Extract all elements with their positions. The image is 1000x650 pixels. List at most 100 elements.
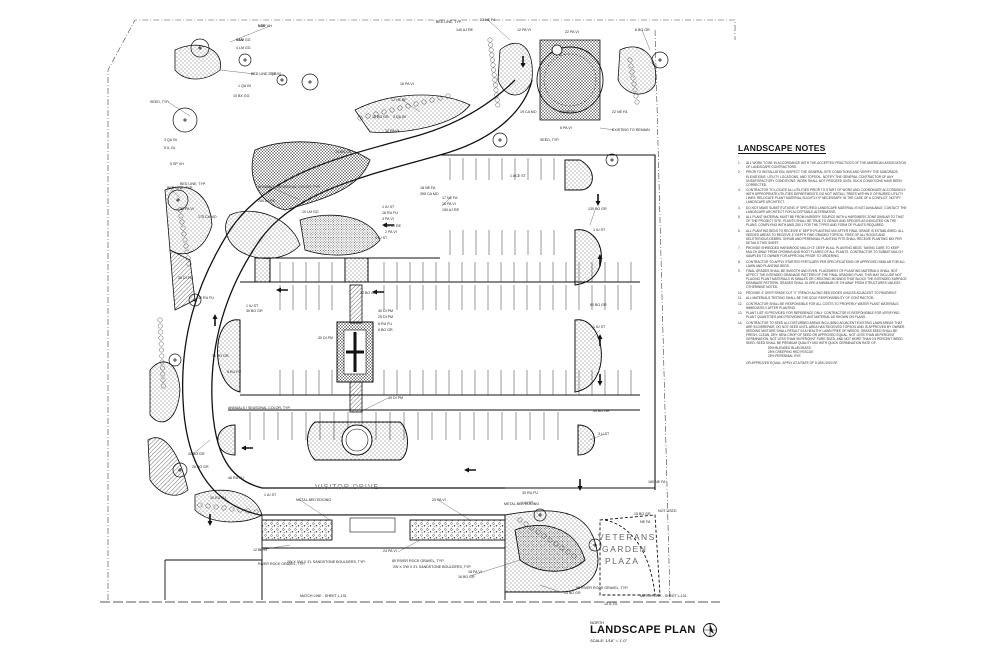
shrub-symbol [178, 213, 184, 219]
plant-callout-label: 40 DI PM [388, 396, 403, 400]
plant-callout-label: 10 NE FA [560, 110, 576, 114]
tree-symbol [605, 153, 619, 167]
tree-symbol [172, 107, 198, 133]
direction-arrow-icon [597, 374, 603, 386]
shrub-symbol [357, 115, 363, 121]
shrub-symbol [492, 77, 498, 83]
shrub-symbol [559, 545, 565, 551]
note-text: PLANT LIST IS PROVIDED FOR REFERENCE ONL… [746, 311, 900, 320]
tree-symbol [301, 73, 319, 91]
landscape-notes-panel: LANDSCAPE NOTES 1.ALL WORK TO BE IN ACCO… [738, 138, 908, 388]
plant-callout-label: 2W X 3'W X 3'L SANDSTONE BOULDERS, TYP. [287, 560, 366, 564]
plant-callout-label: 30 BO GR [593, 409, 610, 413]
shrub-symbol [495, 102, 501, 108]
shrub-symbol [229, 506, 235, 512]
center-feature-circle [536, 46, 604, 114]
svg-text:PLAZA: PLAZA [605, 556, 639, 566]
tree-symbol [168, 353, 182, 367]
shrub-symbol [627, 57, 633, 63]
plant-callout-label: 30 BO GR [212, 354, 229, 358]
note-item: 7. PROVIDE SHREDDED HARDWOOD MULCH 3" DEE… [738, 246, 908, 258]
note-number: 12. [738, 301, 743, 306]
plant-callout-label: 12 PA VI [385, 129, 399, 133]
plant-callout-label: 4 LM GG [236, 38, 251, 42]
plant-callout-label: 1 IU ST [521, 501, 534, 505]
leader-line [259, 544, 291, 551]
note-item: 2.PRIOR TO INSTALLATION, INSPECT THE GEN… [738, 170, 908, 186]
plant-callout-label: 18 NE FA [420, 186, 436, 190]
note-text: ALL PLANTING BEDS TO RECEIVE 6" DEPTH PL… [746, 228, 904, 245]
shrub-symbol [547, 537, 553, 543]
plant-callout-label: 2 PA VI [385, 230, 397, 234]
plant-callout-label: 5 SP VH [258, 24, 272, 28]
tree-symbol [651, 51, 669, 69]
tree-symbol [276, 74, 288, 86]
shrub-symbol [565, 549, 571, 555]
plant-callout-label: 15 BO GR [634, 512, 651, 516]
north-label: NORTH [590, 620, 605, 625]
parking-lot [228, 154, 656, 490]
match-line-label-right: MATCH LINE - SHEET L-101 [640, 594, 687, 598]
plant-callout-label: VAN [258, 24, 266, 28]
title-block: NORTH LANDSCAPE PLAN SCALE: 1/16" = 1'-0… [590, 618, 730, 646]
tree-center-mark [176, 198, 180, 202]
seed-mix-item: 25% PERENNIAL RYE [768, 354, 801, 359]
note-item: 12.CONTRACTOR SHALL BE RESPONSIBLE FOR A… [738, 302, 908, 310]
plant-callout-label: ANNUALS / SEASONAL COLOR, TYP. [228, 406, 291, 410]
shrub-symbol [632, 87, 638, 93]
shrub-symbol [488, 47, 494, 53]
leader-line [589, 329, 601, 341]
shrub-symbol [158, 335, 164, 341]
tree-center-mark [498, 138, 502, 142]
plant-callout-label: BED LINE, TYP. [167, 186, 193, 190]
note-number: 8. [738, 259, 741, 264]
seed-mix: 50% BLENDED BLUEGRASS 25% CREEPING RED F… [738, 346, 908, 358]
plant-callout-label: METAL BED EDGING [504, 502, 540, 506]
plant-callout-label: VAN [236, 38, 244, 42]
note-text: CONTRACTOR SHALL BE RESPONSIBLE FOR ALL … [746, 301, 899, 310]
plant-callout-label: 40 RU FU [198, 296, 214, 300]
tree-symbol [533, 508, 547, 522]
plant-callout-label: 80 BO GR [590, 303, 607, 307]
shrub-symbol [553, 541, 559, 547]
direction-arrow-icon [207, 514, 213, 526]
leader-line [599, 127, 615, 131]
note-item: 5.ALL PLANT MATERIAL MUST BE FROM NURSER… [738, 215, 908, 227]
shrub-symbol [157, 317, 163, 323]
shrub-symbol [489, 52, 495, 58]
plant-callout-label: 4 LM GG [236, 46, 251, 50]
note-number: 9. [738, 269, 741, 274]
plant-callout-label: 25 DI PM [378, 315, 393, 319]
plant-callout-label: 10 BX GG [233, 94, 250, 98]
plant-callout-label: 24 PA VI [383, 549, 397, 553]
note-number: 7. [738, 246, 741, 251]
direction-arrow-icon [520, 56, 526, 68]
shrub-symbol [158, 341, 164, 347]
note-text: PROVIDE SHREDDED HARDWOOD MULCH 3" DEEP … [746, 246, 903, 259]
shrub-symbol [160, 383, 166, 389]
plant-callout-label: 3 PA VI [382, 217, 394, 221]
shrub-symbol [494, 97, 500, 103]
note-item: 14.CONTRACTOR TO SEED ALL DISTURBED AREA… [738, 321, 908, 345]
shrub-symbol [205, 503, 211, 509]
shrub-symbol [158, 329, 164, 335]
shrub-symbol [185, 255, 191, 261]
tree-center-mark [193, 298, 197, 302]
plant-callout-label: 1 IU ST [246, 304, 259, 308]
tree-symbol [188, 293, 202, 307]
plant-callout-label: 30 RU FU [522, 491, 538, 495]
notes-heading: LANDSCAPE NOTES [738, 143, 826, 154]
plant-callout-label: SEED, TYP. [150, 100, 170, 104]
plant-callout-label: 180 NE FA [648, 480, 666, 484]
leader-line [219, 69, 256, 75]
plant-callout-label: 8 BO GR [378, 328, 393, 332]
plant-callout-label: 24 BO GR [564, 591, 581, 595]
parking-stalls [249, 158, 632, 440]
plant-callout-label: 22 PA VI [565, 30, 579, 34]
note-number: 3. [738, 188, 741, 193]
plant-callout-label: 30 DI PM [318, 336, 333, 340]
leader-line [191, 439, 211, 456]
leader-line [589, 433, 606, 441]
drawing-scale: SCALE: 1/16" = 1'-0" [590, 638, 628, 643]
